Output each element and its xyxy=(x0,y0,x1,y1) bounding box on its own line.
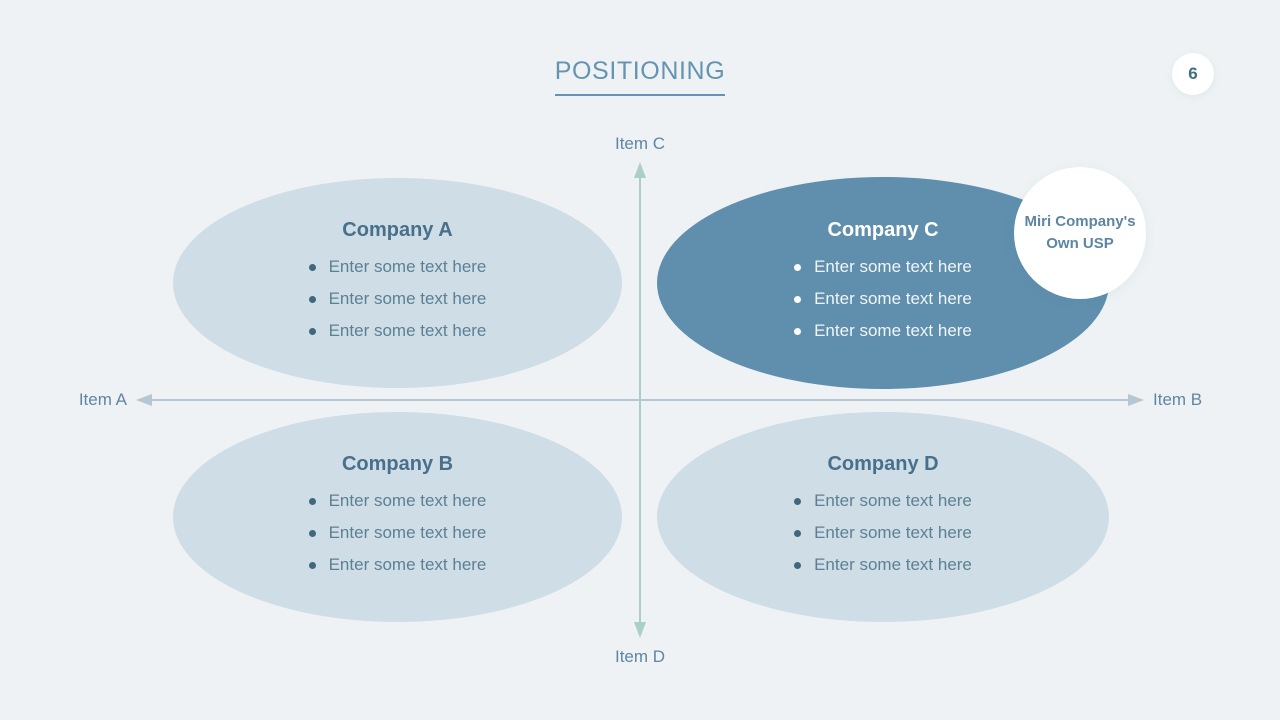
bullet-list: Enter some text here Enter some text her… xyxy=(794,491,972,575)
bullet-text: Enter some text here xyxy=(328,523,487,542)
bullet-text: Enter some text here xyxy=(328,321,487,340)
arrow-down-icon xyxy=(634,622,646,638)
usp-badge: Miri Company's Own USP xyxy=(1014,167,1146,299)
arrow-right-icon xyxy=(1128,394,1144,406)
bullet-text: Enter some text here xyxy=(814,523,972,542)
quadrant-title: Company C xyxy=(827,219,939,241)
bullet-list: Enter some text here Enter some text her… xyxy=(794,257,972,341)
bullet-dot-icon xyxy=(794,561,802,569)
bullet-dot-icon xyxy=(308,529,316,537)
bullet-item: Enter some text here xyxy=(308,257,487,277)
bullet-dot-icon xyxy=(794,327,802,335)
axis-label-item-b: Item B xyxy=(1153,390,1203,409)
bullet-dot-icon xyxy=(794,295,802,303)
bullet-item: Enter some text here xyxy=(308,321,487,341)
bullet-text: Enter some text here xyxy=(328,257,487,276)
page-number-badge: 6 xyxy=(1172,53,1214,95)
bullet-dot-icon xyxy=(794,263,802,271)
bullet-item: Enter some text here xyxy=(794,257,972,277)
bullet-item: Enter some text here xyxy=(308,555,487,575)
usp-badge-line2: Own USP xyxy=(1046,235,1114,252)
bullet-text: Enter some text here xyxy=(328,491,487,510)
bullet-text: Enter some text here xyxy=(814,491,972,510)
axis-label-item-a: Item A xyxy=(78,390,127,409)
bullet-item: Enter some text here xyxy=(794,555,972,575)
bullet-item: Enter some text here xyxy=(794,289,972,309)
bullet-dot-icon xyxy=(308,497,316,505)
arrow-up-icon xyxy=(634,162,646,178)
quadrant-company-d: Company D Enter some text here Enter som… xyxy=(657,412,1109,622)
bullet-dot-icon xyxy=(308,263,316,271)
quadrant-company-b: Company B Enter some text here Enter som… xyxy=(173,412,622,622)
bullet-text: Enter some text here xyxy=(814,257,972,276)
axis-label-item-c: Item C xyxy=(614,134,666,153)
axis-label-item-d: Item D xyxy=(614,647,666,666)
quadrant-title: Company D xyxy=(827,453,939,475)
usp-badge-line1: Miri Company's xyxy=(1024,212,1136,230)
bullet-list: Enter some text here Enter some text her… xyxy=(308,491,487,575)
bullet-item: Enter some text here xyxy=(794,491,972,511)
bullet-dot-icon xyxy=(308,295,316,303)
bullet-dot-icon xyxy=(308,327,316,335)
title-wrap: POSITIONING xyxy=(0,57,1280,96)
bullet-dot-icon xyxy=(308,561,316,569)
page-number: 6 xyxy=(1188,64,1198,83)
quadrant-title: Company A xyxy=(342,219,453,241)
arrow-left-icon xyxy=(136,394,152,406)
bullet-text: Enter some text here xyxy=(814,289,972,308)
bullet-item: Enter some text here xyxy=(308,523,487,543)
bullet-text: Enter some text here xyxy=(328,289,487,308)
bullet-text: Enter some text here xyxy=(814,321,972,340)
bullet-text: Enter some text here xyxy=(814,555,972,574)
bullet-dot-icon xyxy=(794,497,802,505)
bullet-item: Enter some text here xyxy=(308,289,487,309)
bullet-item: Enter some text here xyxy=(794,523,972,543)
bullet-dot-icon xyxy=(794,529,802,537)
slide-title: POSITIONING xyxy=(554,57,726,96)
bullet-text: Enter some text here xyxy=(328,555,487,574)
bullet-list: Enter some text here Enter some text her… xyxy=(308,257,487,341)
bullet-item: Enter some text here xyxy=(308,491,487,511)
quadrant-company-a: Company A Enter some text here Enter som… xyxy=(173,178,622,388)
bullet-item: Enter some text here xyxy=(794,321,972,341)
quadrant-title: Company B xyxy=(341,453,454,475)
